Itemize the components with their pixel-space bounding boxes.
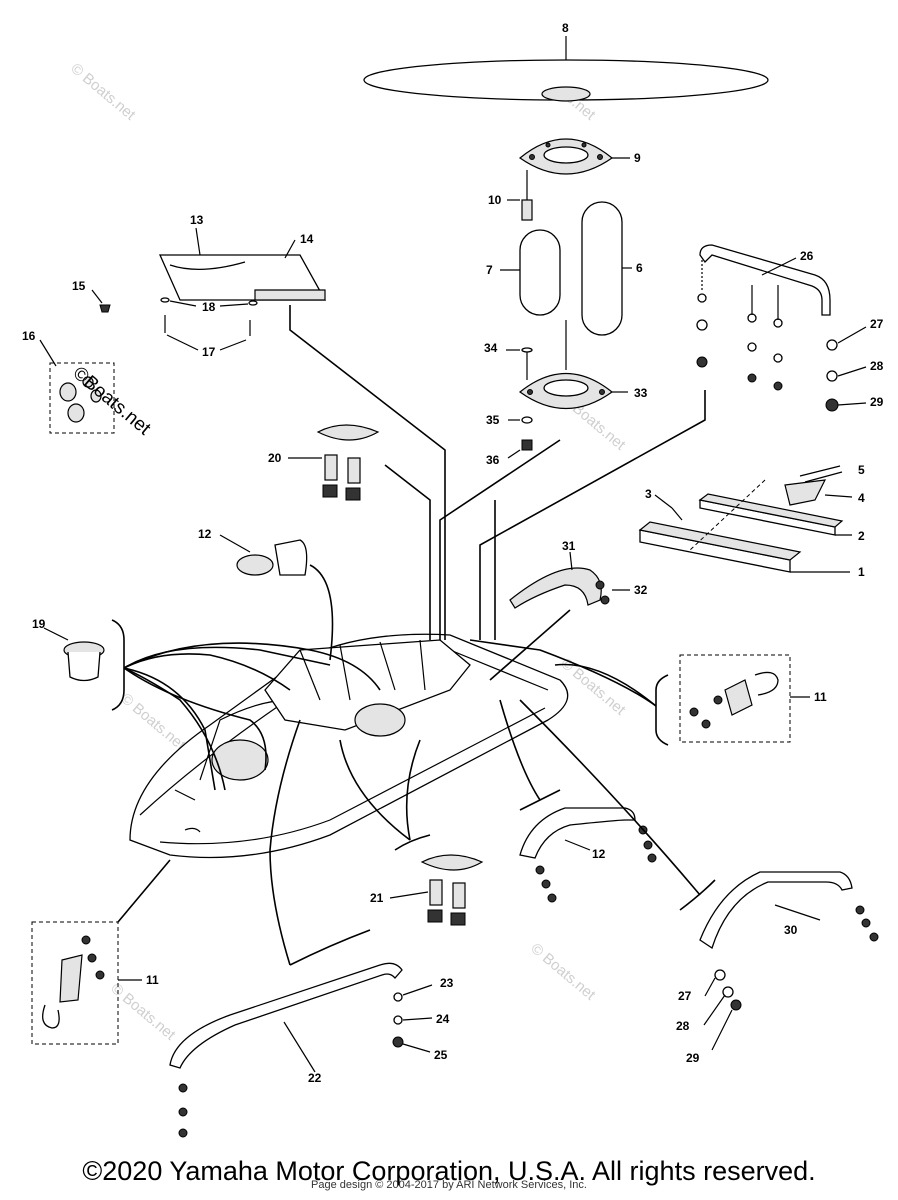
hardware-stack <box>696 285 783 391</box>
cleat-21-lower <box>389 854 484 926</box>
hardware-27-28-29-lower <box>703 969 742 1051</box>
page-design-credit: Page design © 2004-2017 by ARI Network S… <box>311 1179 587 1191</box>
callout-17: 16 <box>22 329 36 343</box>
callout-29: 29 <box>870 395 884 409</box>
grab-bar-26 <box>696 244 867 412</box>
copyright-notice: ©2020 Yamaha Motor Corporation, U.S.A. A… <box>82 1156 816 1186</box>
callout-11-left: 11 <box>146 973 159 987</box>
callout-30: 30 <box>784 923 798 937</box>
bracket-14 <box>158 227 327 301</box>
callout-15: 14 <box>300 232 314 246</box>
faint-watermarks: © Boats.net © Boats.net © Boats.net © Bo… <box>67 60 629 1044</box>
callout-2: 2 <box>858 529 865 543</box>
callout-13: 12 <box>198 527 212 541</box>
upper-mount-plate <box>519 138 630 175</box>
callout-16: 15 <box>72 279 86 293</box>
nut-36 <box>507 439 533 459</box>
watermark: © Boats.net <box>527 940 599 1004</box>
callout-32: 32 <box>634 583 648 597</box>
callout-35: 35 <box>486 413 500 427</box>
washer-35 <box>508 416 533 424</box>
kit-17 <box>39 339 115 434</box>
callout-23: 23 <box>440 976 454 990</box>
callout-28: 28 <box>870 359 884 373</box>
callout-9: 9 <box>634 151 641 165</box>
lower-mount-plate <box>519 320 628 409</box>
screws-18 <box>164 315 251 351</box>
callout-25: 25 <box>434 1048 448 1062</box>
watermark-large: ©Boats.net <box>69 363 155 440</box>
callout-24: 24 <box>436 1012 450 1026</box>
rail-2 <box>698 493 852 536</box>
cylinder-6 <box>581 201 632 336</box>
canopy-top <box>363 36 769 102</box>
callout-28-lower: 28 <box>676 1019 690 1033</box>
callout-33: 33 <box>634 386 648 400</box>
rail-1 <box>638 521 850 573</box>
callout-31: 31 <box>562 539 576 553</box>
callout-22: 22 <box>308 1071 322 1085</box>
callout-1: 1 <box>858 565 865 579</box>
screw-3 <box>654 494 683 521</box>
leader-lines <box>111 305 716 966</box>
cleat-21-upper <box>288 424 380 501</box>
callout-8: 8 <box>562 21 569 35</box>
strap-31 <box>509 551 602 609</box>
watermark: © Boats.net <box>67 60 139 124</box>
screw-34 <box>506 347 533 380</box>
callout-27-lower: 27 <box>678 989 692 1003</box>
washers-19 <box>160 297 258 307</box>
callout-10: 10 <box>488 193 502 207</box>
cylinder-7 <box>500 229 561 316</box>
callout-21-lower: 21 <box>370 891 384 905</box>
cup-holder-20 <box>43 627 105 682</box>
callout-19: 18 <box>202 300 216 314</box>
screws-5 <box>799 465 843 483</box>
hardware-23-24-25 <box>392 984 433 1053</box>
callout-3: 3 <box>645 487 652 501</box>
cover-4 <box>784 479 853 506</box>
eye-kit-11-right <box>679 654 810 743</box>
bolt-10 <box>507 170 533 221</box>
callout-18: 17 <box>202 345 216 359</box>
boat-hull <box>129 633 569 859</box>
grab-handle-30 <box>699 871 879 950</box>
callout-5: 5 <box>858 463 865 477</box>
callout-12: 12 <box>592 847 606 861</box>
plug-16 <box>91 289 111 313</box>
callout-29-lower: 29 <box>686 1051 700 1065</box>
callout-27: 27 <box>870 317 884 331</box>
callout-26: 26 <box>800 249 814 263</box>
callout-36: 36 <box>486 453 500 467</box>
mirror-13 <box>219 534 308 576</box>
grab-handle-22 <box>169 962 403 1138</box>
screws-32 <box>595 580 630 605</box>
callout-7: 7 <box>486 263 493 277</box>
callout-20: 19 <box>32 617 46 631</box>
callout-14: 13 <box>190 213 204 227</box>
callout-4: 4 <box>858 491 865 505</box>
callout-34: 34 <box>484 341 498 355</box>
eye-kit-11-left <box>31 921 142 1045</box>
callout-21-upper: 20 <box>268 451 282 465</box>
callout-11-right: 11 <box>814 690 827 704</box>
callout-6: 6 <box>636 261 643 275</box>
callout-labels: 8 9 10 7 6 13 14 15 18 17 16 26 27 28 29… <box>22 21 884 1085</box>
